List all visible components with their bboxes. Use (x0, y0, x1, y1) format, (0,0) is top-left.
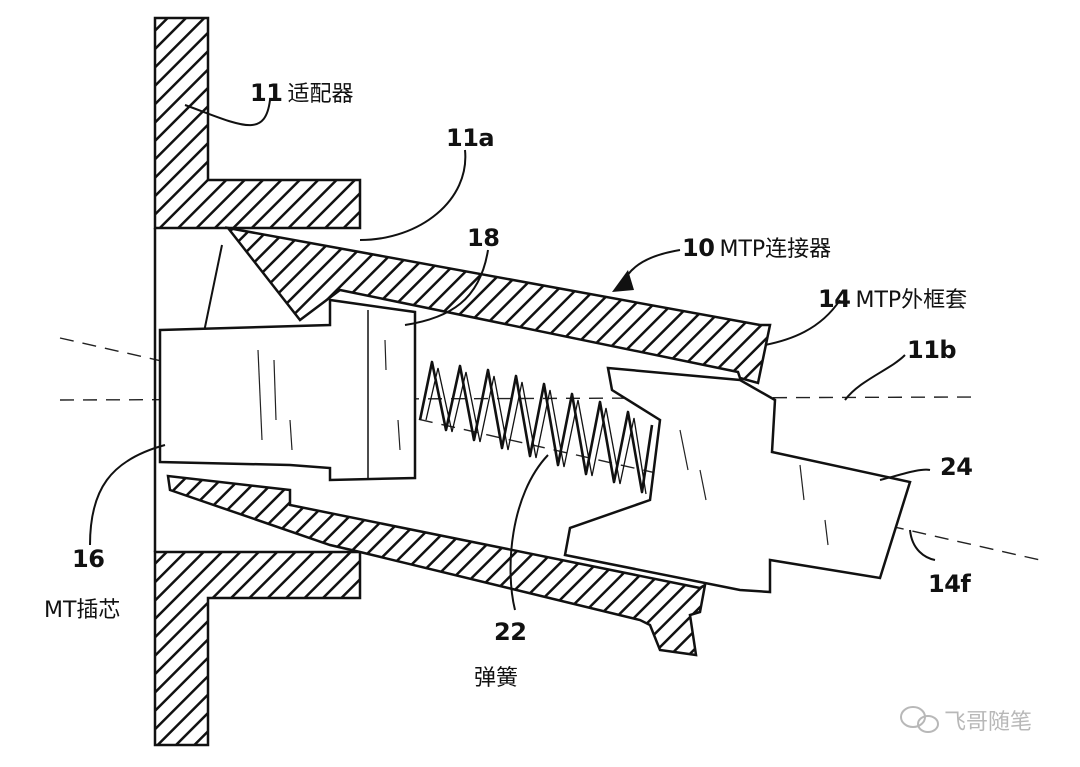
housing-lower-wall (166, 474, 707, 657)
label-16-num: 16 (72, 545, 105, 573)
rear-body (563, 366, 912, 594)
ferrule-shading (257, 339, 401, 451)
label-10-num: 10 (682, 234, 715, 262)
label-11b: 11b (907, 336, 957, 364)
spring-inner (425, 367, 647, 495)
mt-ferrule (158, 298, 417, 482)
label-14-text: MTP外框套 (855, 288, 968, 313)
rear-body-shading (679, 429, 829, 546)
label-14f: 14f (928, 570, 971, 598)
label-10-text: MTP连接器 (719, 237, 832, 262)
label-14-num: 14 (818, 285, 851, 313)
spring (418, 360, 654, 494)
arrow-head (612, 270, 634, 292)
housing-upper-wall (224, 226, 772, 385)
label-11a: 11a (446, 124, 495, 152)
label-22-text: 弹簧 (474, 666, 519, 691)
label-16-text: MT插芯 (44, 598, 121, 623)
label-18: 18 (467, 224, 500, 252)
label-11: 11 适配器 (250, 76, 354, 108)
leader-lines (89, 99, 936, 611)
label-24: 24 (940, 453, 973, 481)
housing-centerline (59, 396, 976, 401)
label-14: 14 MTP外框套 (818, 282, 967, 314)
housing-left-edge (203, 244, 223, 333)
watermark-text: 飞哥随笔 (944, 710, 1033, 735)
adapter-lower (153, 550, 362, 747)
label-11-text: 适配器 (287, 82, 354, 107)
wechat-icon (900, 706, 939, 733)
label-22-num: 22 (494, 618, 527, 646)
label-11-num: 11 (250, 79, 283, 107)
label-10: 10 MTP连接器 (682, 231, 831, 263)
